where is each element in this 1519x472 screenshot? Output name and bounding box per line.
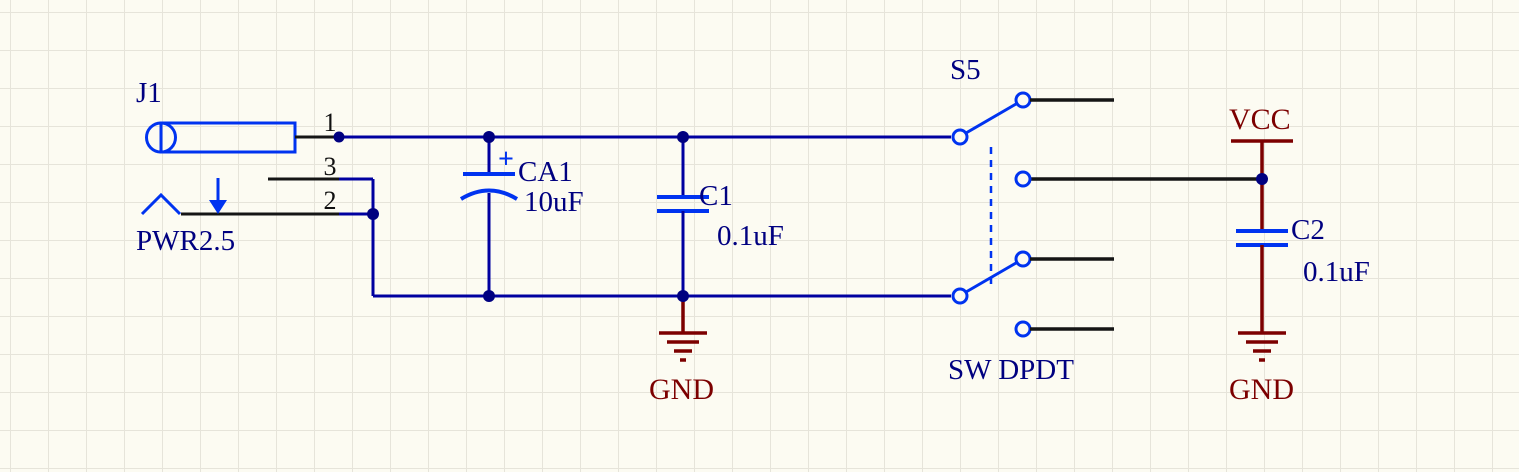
- net-wires[interactable]: [339, 135, 1262, 298]
- junction-dot-ca1-bottom: [483, 290, 495, 302]
- c2-value-label: 0.1uF: [1303, 256, 1370, 288]
- switch-pole2-throw2-terminal: [1014, 320, 1032, 338]
- vcc-symbol[interactable]: VCC: [1229, 103, 1293, 179]
- c2-designator-label: C2: [1291, 214, 1325, 246]
- junction-dot-c1-bottom: [677, 290, 689, 302]
- ca1-negative-plate-curved: [459, 188, 519, 201]
- ca1-polarity-mark: +: [498, 144, 514, 175]
- gnd-symbol-left[interactable]: GND: [649, 296, 714, 406]
- junction-dot-pin2: [367, 208, 379, 220]
- gnd-left-label: GND: [649, 373, 714, 406]
- jack-pin1-number: 1: [324, 108, 337, 137]
- jack-pin2-number: 2: [324, 186, 337, 215]
- switch-pole1-common-terminal: [951, 128, 969, 146]
- vcc-label: VCC: [1229, 103, 1291, 136]
- jack-sleeve-contact-zigzag: [140, 192, 182, 216]
- switch-pole1-throw2-terminal: [1014, 170, 1032, 188]
- gnd-right-label: GND: [1229, 373, 1294, 406]
- connector-designator-label: J1: [136, 77, 162, 109]
- gnd-symbol-right[interactable]: GND: [1229, 331, 1294, 406]
- switch-pole1-throw1-terminal: [1014, 91, 1032, 109]
- connector-type-label: PWR2.5: [136, 225, 235, 257]
- junction-dot-vcc-c2: [1256, 173, 1268, 185]
- switch-pole1-arm: [965, 102, 1017, 135]
- switch-designator-label: S5: [950, 54, 981, 86]
- jack-switch-contact-arrow-head: [209, 200, 227, 214]
- c1-value-label: 0.1uF: [717, 220, 784, 252]
- jack-barrel-opening: [145, 121, 177, 154]
- junction-dot-ca1-top: [483, 131, 495, 143]
- switch-pole2-common-terminal: [951, 287, 969, 305]
- jack-pin3-number: 3: [324, 152, 337, 181]
- ca1-value-label: 10uF: [524, 186, 584, 218]
- jack-barrel-body: [159, 121, 297, 154]
- ca1-designator-label: CA1: [518, 156, 573, 188]
- capacitor-c2[interactable]: C2 0.1uF: [1236, 179, 1370, 333]
- junction-dot-c1-top: [677, 131, 689, 143]
- switch-s5[interactable]: S5 SW DPDT: [948, 54, 1114, 386]
- connector-j1[interactable]: J1 1 3 2 PWR2.5: [136, 77, 339, 257]
- capacitor-ca1[interactable]: + CA1 10uF: [459, 137, 584, 296]
- junction-dots: [333, 131, 1268, 302]
- switch-type-label: SW DPDT: [948, 354, 1074, 386]
- junction-dot-pin1: [333, 131, 345, 143]
- switch-pole2-arm: [965, 261, 1017, 294]
- c1-designator-label: C1: [699, 180, 733, 212]
- switch-pole2-throw1-terminal: [1014, 250, 1032, 268]
- capacitor-c1[interactable]: C1 0.1uF: [657, 137, 784, 296]
